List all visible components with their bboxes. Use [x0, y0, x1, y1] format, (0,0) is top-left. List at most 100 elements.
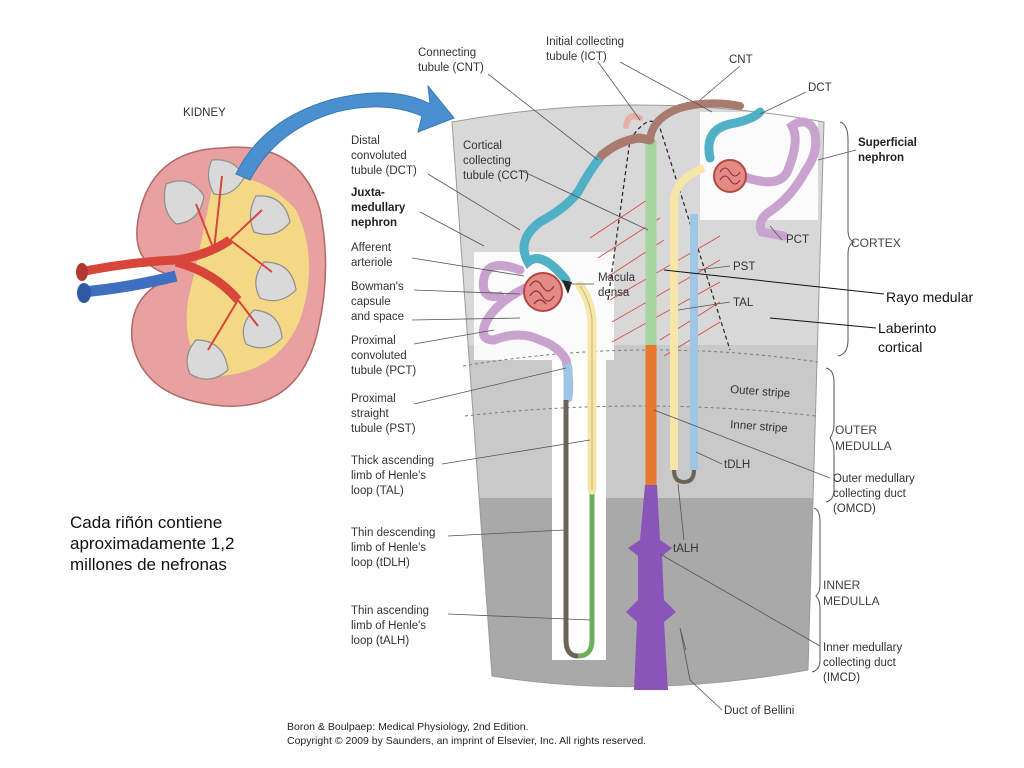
sf-dct [704, 107, 765, 163]
jm-macula-densa [562, 280, 572, 294]
tal-label-3: loop (TAL) [351, 485, 404, 497]
afferent-label-2: arteriole [351, 257, 393, 269]
inner-leader-lines [568, 225, 783, 541]
credits: Boron & Boulpaep: Medical Physiology, 2n… [287, 720, 646, 748]
pst-label-2: straight [351, 408, 390, 420]
left-labels: Distal convoluted tubule (DCT) Juxta- me… [351, 135, 435, 647]
credits-line-2: Copyright © 2009 by Saunders, an imprint… [287, 735, 647, 747]
cortex-label: CORTEX [851, 236, 901, 250]
bellini-label: Duct of Bellini [724, 705, 794, 717]
outer-medulla-zone [452, 345, 824, 500]
jm-cnt [597, 133, 655, 160]
laberinto-label-1: Laberinto [878, 320, 937, 336]
jm-pct-loops [478, 261, 525, 302]
tdlh-label-2: limb of Henle's [351, 542, 426, 554]
cct-label-1: Cortical [463, 140, 502, 152]
loop-panel [552, 360, 606, 660]
juxta-label-3: nephron [351, 217, 397, 229]
juxta-label-1: Juxta- [351, 187, 385, 199]
kidney-to-nephron-arrow [235, 84, 455, 181]
top-labels: Connecting tubule (CNT) Initial collecti… [418, 36, 917, 182]
sf-glomerulus [713, 159, 747, 193]
macula-label-2: densa [598, 287, 630, 299]
kidney-title: KIDNEY [183, 107, 226, 119]
imcd-label-1: Inner medullary [823, 642, 903, 654]
duct-labels: Outer medullary collecting duct (OMCD) I… [724, 473, 915, 717]
rayo-label: Rayo medular [886, 289, 973, 305]
bowman-label-1: Bowman's [351, 281, 404, 293]
inner-labels: Macula densa PST TAL PCT Outer stripe In… [598, 234, 809, 555]
tdlh-label-1: Thin descending [351, 527, 435, 539]
vessel-opening-artery [76, 263, 88, 281]
credits-line-1: Boron & Boulpaep: Medical Physiology, 2n… [287, 721, 529, 733]
afferent-label-1: Afferent [351, 242, 392, 254]
inner-stripe-boundary [464, 405, 817, 417]
imcd-label-2: collecting duct [823, 657, 897, 669]
jm-tal-edge [579, 285, 593, 490]
jm-dct [519, 150, 607, 285]
pst-label-3: tubule (PST) [351, 423, 416, 435]
renal-vein [81, 270, 178, 298]
pct-label-2: convoluted [351, 350, 407, 362]
superficial-label-2: nephron [858, 152, 904, 164]
cct-label-3: tubule (CCT) [463, 170, 529, 182]
dct-label-2: convoluted [351, 150, 407, 162]
juxta-label-2: medullary [351, 202, 406, 214]
pst-label-1: Proximal [351, 393, 396, 405]
top-leader-lines [487, 61, 857, 231]
dct-label-3: tubule (DCT) [351, 165, 417, 177]
sf-cnt [646, 99, 744, 144]
talh-inner-label: tALH [673, 543, 699, 555]
sf-pct [737, 117, 821, 241]
tal-inner-label: TAL [733, 297, 754, 309]
kidney-branch-vessels [195, 175, 273, 351]
zone-brackets [811, 121, 856, 673]
talh-label-3: loop (tALH) [351, 635, 409, 647]
tdlh-inner-label: tDLH [724, 459, 750, 471]
cct-label-2: collecting [463, 155, 511, 167]
rayo-pointer [663, 269, 885, 295]
jm-tdlh [563, 400, 579, 659]
sf-glomerulus-capillaries [719, 167, 741, 185]
laberinto-label-2: cortical [878, 339, 922, 355]
outer-medulla-label-2: MEDULLA [835, 439, 892, 453]
omcd-label-2: collecting duct [833, 488, 907, 500]
talh-label-1: Thin ascending [351, 605, 429, 617]
omcd-label-3: (OMCD) [833, 503, 876, 515]
jm-glomerulus [523, 272, 563, 312]
pct-inner-label: PCT [786, 234, 809, 246]
zone-labels: CORTEX OUTER MEDULLA INNER MEDULLA [823, 236, 901, 608]
spanish-annotations: Rayo medular Laberinto cortical [663, 269, 973, 355]
cnt-label: CNT [729, 54, 753, 66]
outer-stripe-label: Outer stripe [730, 384, 791, 400]
vessel-opening-vein [77, 283, 91, 303]
ict-label-1: Initial collecting [546, 36, 624, 48]
bowman-label-3: and space [351, 311, 404, 323]
left-leader-lines [411, 173, 591, 621]
ict-label-2: tubule (ICT) [546, 51, 607, 63]
duct-leader-lines [653, 409, 831, 711]
pct-label-3: tubule (PCT) [351, 365, 416, 377]
laberinto-pointer [769, 317, 877, 329]
dct-top-label: DCT [808, 82, 832, 94]
tal-label-1: Thick ascending [351, 455, 434, 467]
tal-label-2: limb of Henle's [351, 470, 426, 482]
sf-tal [670, 164, 706, 470]
cnt-full-label-2: tubule (CNT) [418, 62, 484, 74]
tdlh-label-3: loop (tDLH) [351, 557, 410, 569]
superficial-label-1: Superficial [858, 137, 917, 149]
imcd-duct [626, 485, 676, 690]
inner-stripe-label: Inner stripe [730, 419, 788, 435]
imcd-label-3: (IMCD) [823, 672, 860, 684]
jm-talh [577, 490, 595, 659]
jm-glomerulus-capillaries [529, 280, 555, 305]
nephron-count-caption: Cada riñón contiene aproximadamente 1,2 … [70, 513, 235, 574]
inner-medulla-label-2: MEDULLA [823, 594, 880, 608]
talh-label-2: limb of Henle's [351, 620, 426, 632]
macula-label-1: Macula [598, 272, 636, 284]
pst-inner-label: PST [733, 261, 755, 273]
dct-label-1: Distal [351, 135, 380, 147]
omcd-label-1: Outer medullary [833, 473, 915, 485]
inner-medulla-label-1: INNER [823, 578, 861, 592]
